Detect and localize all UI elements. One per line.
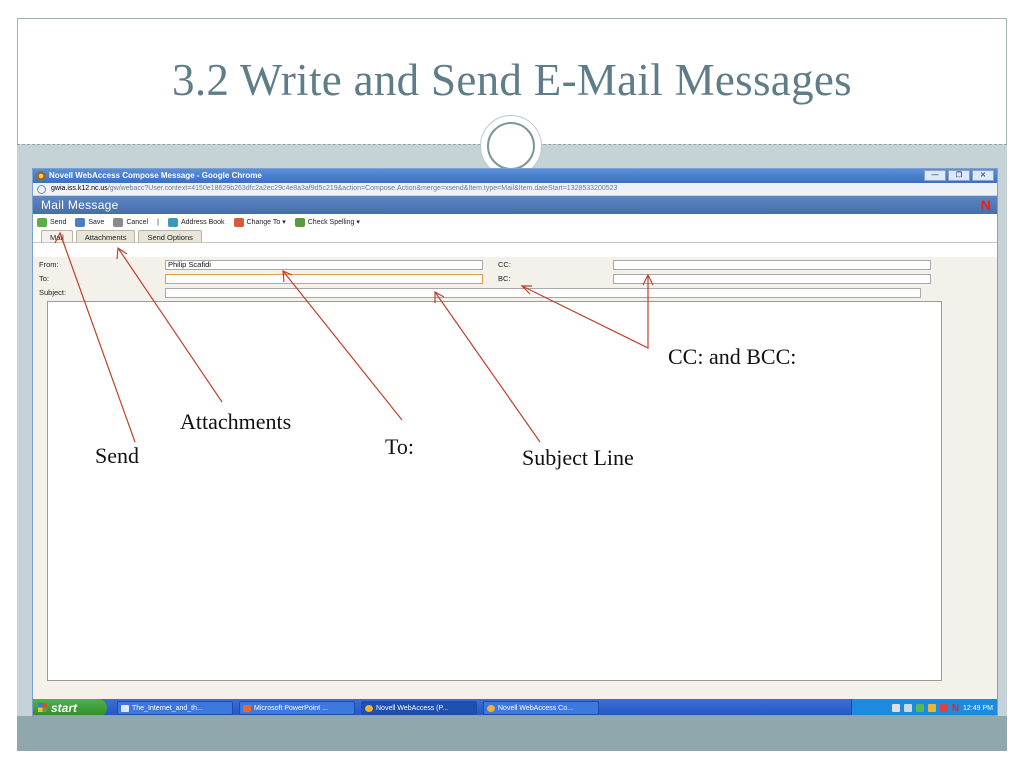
taskbar-item-label: Microsoft PowerPoint ...	[254, 704, 328, 712]
toolbar-separator: |	[157, 218, 159, 226]
send-icon	[37, 217, 47, 227]
compose-toolbar: Send Save Cancel | Address Book Change T…	[33, 214, 997, 230]
security-icon[interactable]	[915, 704, 924, 712]
tab-mail[interactable]: Mail	[41, 230, 73, 242]
cc-field[interactable]	[613, 260, 931, 270]
mail-message-header: Mail Message N	[33, 196, 997, 214]
to-label: To:	[39, 274, 50, 283]
novell-tray-icon[interactable]: N	[951, 702, 960, 714]
send-button[interactable]: Send	[37, 217, 67, 227]
address-path: /gw/webacc?User.context=4150e18629b263df…	[107, 185, 618, 192]
change-to-button[interactable]: Change To ▾	[233, 217, 286, 227]
to-arrowhead	[282, 270, 293, 283]
powerpoint-icon	[243, 705, 251, 712]
slide-frame-top	[17, 18, 1007, 144]
divider-ornament-inner	[487, 122, 535, 170]
windows-taskbar: start The_Internet_and_th... Microsoft P…	[33, 699, 997, 715]
browser-title-bar: Novell WebAccess Compose Message - Googl…	[33, 169, 997, 183]
send-arrow	[59, 232, 136, 443]
callout-send: Send	[95, 443, 139, 468]
taskbar-item-webaccess-2[interactable]: Novell WebAccess Co...	[483, 701, 599, 715]
cc-label: CC:	[498, 260, 511, 269]
network-icon[interactable]	[891, 704, 900, 712]
mail-message-title: Mail Message	[41, 198, 119, 212]
volume-icon[interactable]	[903, 704, 912, 712]
cancel-icon	[113, 217, 124, 227]
slide-frame-bottom	[17, 716, 1007, 751]
maximize-button[interactable]: ❐	[948, 170, 970, 181]
minimize-button[interactable]: —	[924, 170, 946, 181]
chrome-icon	[487, 705, 495, 712]
subject-label: Subject:	[39, 288, 67, 297]
save-icon	[75, 217, 86, 227]
to-arrow	[282, 270, 403, 421]
slide-title: 3.2 Write and Send E-Mail Messages	[172, 55, 852, 105]
bc-label: BC:	[498, 274, 511, 283]
attachments-arrow	[117, 247, 223, 403]
callout-cc-bcc: CC: and BCC:	[668, 344, 797, 369]
from-label: From:	[39, 260, 59, 269]
save-button[interactable]: Save	[75, 217, 105, 227]
taskbar-item-label: Novell WebAccess (P...	[376, 704, 449, 712]
callout-to: To:	[385, 434, 415, 459]
browser-window-title: Novell WebAccess Compose Message - Googl…	[49, 171, 262, 180]
attachments-arrowhead	[116, 246, 128, 260]
bcc-arrowhead	[520, 285, 532, 295]
callout-subject-line: Subject Line	[522, 445, 634, 470]
cc-bcc-arrows	[521, 275, 649, 349]
tab-attachments[interactable]: Attachments	[75, 230, 136, 242]
to-field[interactable]	[165, 274, 483, 284]
alert-icon[interactable]	[939, 704, 948, 712]
close-button[interactable]: ✕	[972, 170, 994, 181]
window-controls: — ❐ ✕	[924, 170, 994, 181]
word-icon	[121, 705, 129, 712]
address-host: gwia.iss.k12.nc.us	[51, 185, 108, 192]
taskbar-item-webaccess-1[interactable]: Novell WebAccess (P...	[361, 701, 477, 715]
cc-arrowhead	[642, 273, 654, 286]
change-to-label: Change To ▾	[246, 219, 286, 226]
novell-logo-icon: N	[980, 197, 991, 213]
callout-attachments: Attachments	[180, 409, 292, 434]
chrome-icon	[365, 705, 373, 712]
address-book-icon	[167, 217, 178, 227]
taskbar-clock: 12:49 PM	[963, 704, 993, 712]
system-tray: N 12:49 PM	[851, 699, 997, 715]
subject-arrow	[434, 291, 541, 443]
change-to-icon	[233, 217, 244, 227]
address-bar[interactable]: gwia.iss.k12.nc.us/gw/webacc?User.contex…	[33, 183, 997, 196]
taskbar-item-label: Novell WebAccess Co...	[498, 704, 573, 712]
check-spelling-label: Check Spelling ▾	[307, 219, 360, 226]
start-button[interactable]: start	[33, 699, 107, 715]
compose-form: From: Philip Scafidi To: Subject: CC: BC…	[33, 257, 997, 715]
cancel-button[interactable]: Cancel	[113, 217, 149, 227]
subject-field[interactable]	[165, 288, 921, 298]
subject-arrowhead	[434, 290, 445, 303]
taskbar-item-document[interactable]: The_Internet_and_th...	[117, 701, 233, 715]
compose-tabs: Mail Attachments Send Options	[33, 230, 997, 243]
address-book-button[interactable]: Address Book	[167, 217, 225, 227]
send-button-label: Send	[50, 218, 67, 226]
tab-send-options[interactable]: Send Options	[138, 230, 202, 242]
taskbar-item-label: The_Internet_and_th...	[132, 704, 203, 712]
spell-check-icon	[294, 217, 305, 227]
check-spelling-button[interactable]: Check Spelling ▾	[294, 217, 360, 227]
taskbar-item-powerpoint[interactable]: Microsoft PowerPoint ...	[239, 701, 355, 715]
address-book-label: Address Book	[180, 218, 225, 226]
webaccess-screenshot: Novell WebAccess Compose Message - Googl…	[32, 168, 998, 716]
from-field[interactable]: Philip Scafidi	[165, 260, 483, 270]
chrome-logo-icon	[36, 171, 46, 181]
page-info-icon	[37, 185, 46, 194]
update-icon[interactable]	[927, 704, 936, 712]
save-button-label: Save	[88, 218, 105, 226]
send-arrowhead	[54, 231, 65, 245]
bc-field[interactable]	[613, 274, 931, 284]
cancel-button-label: Cancel	[126, 218, 149, 226]
